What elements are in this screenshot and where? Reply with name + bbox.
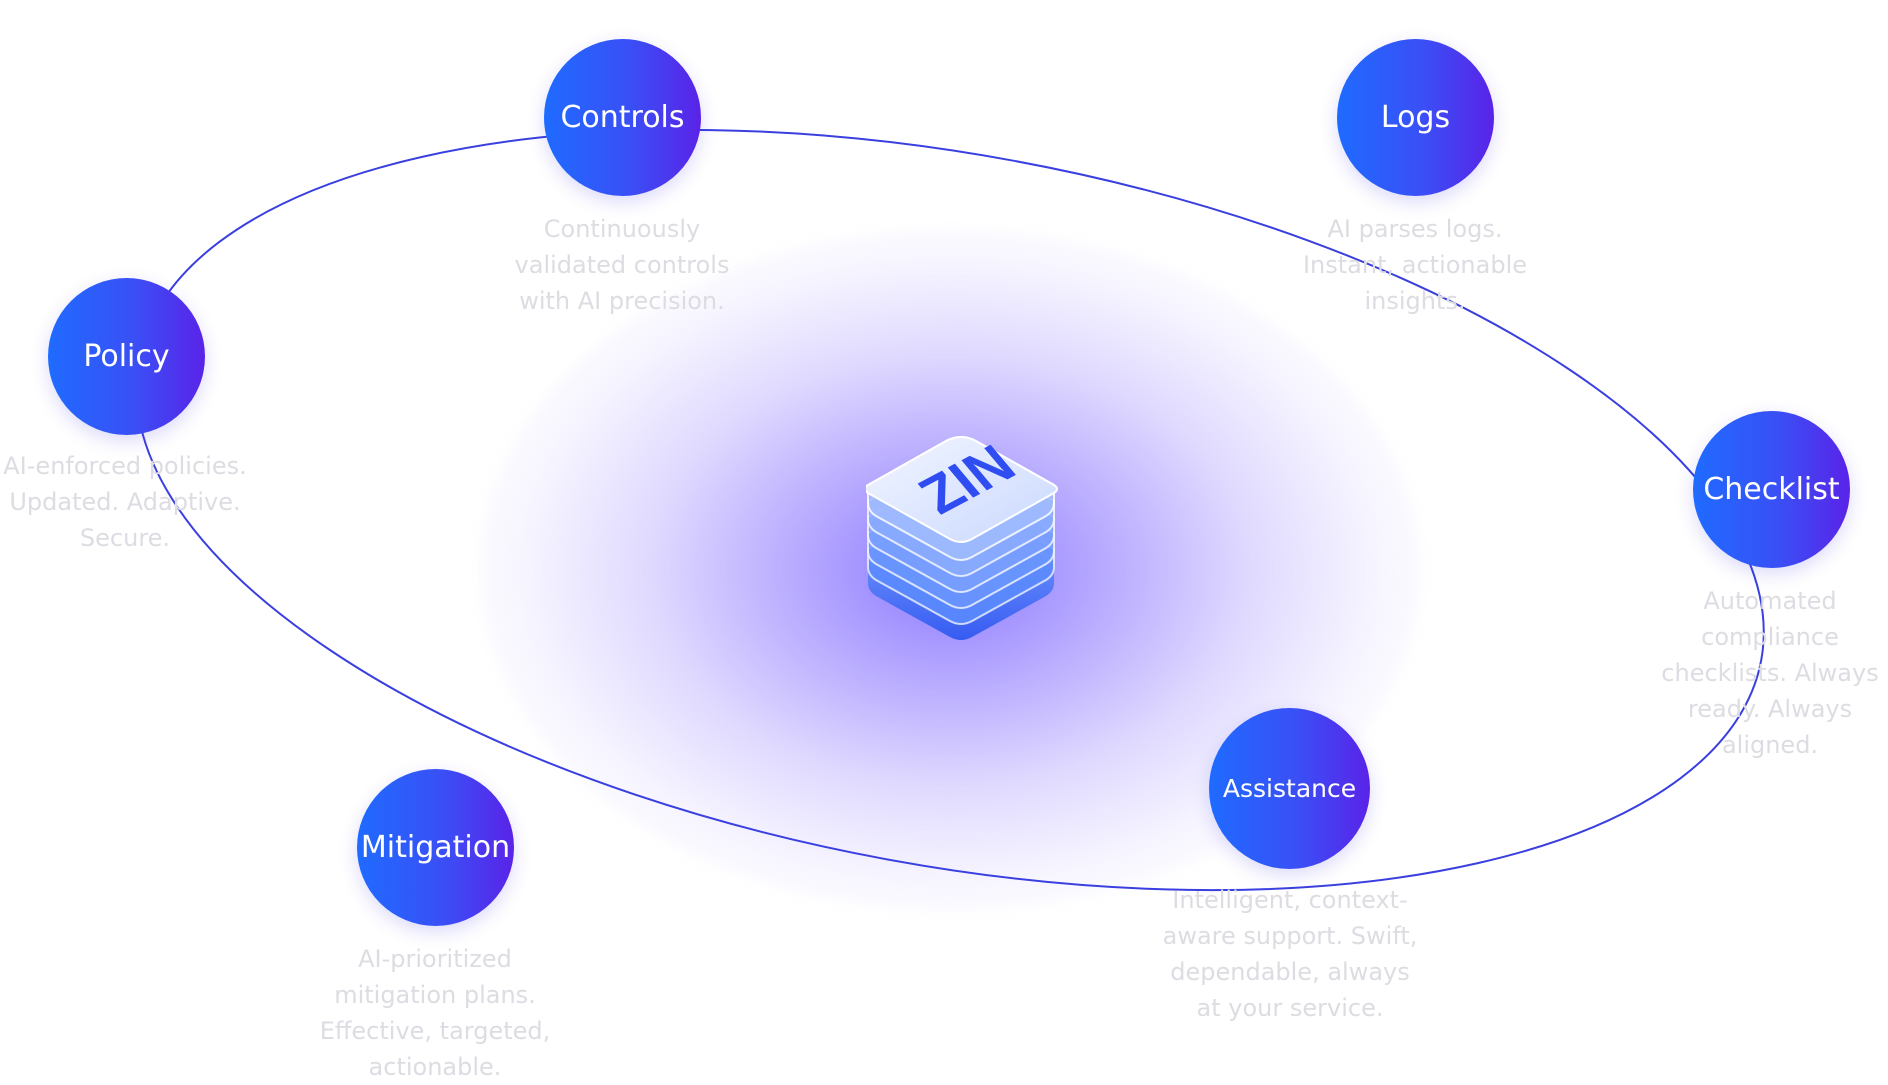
policy-description: AI-enforced policies. Updated. Adaptive.… [3, 452, 247, 552]
node-policy[interactable]: Policy [48, 278, 205, 435]
node-controls[interactable]: Controls [544, 39, 701, 196]
node-checklist[interactable]: Checklist [1693, 411, 1850, 568]
mitigation-description: AI-prioritized mitigation plans. Effecti… [319, 945, 551, 1081]
node-assistance[interactable]: Assistance [1209, 708, 1370, 869]
node-logs[interactable]: Logs [1337, 39, 1494, 196]
node-mitigation[interactable]: Mitigation [357, 769, 514, 926]
logo-stack-layers [866, 436, 1058, 640]
logs-description: AI parses logs. Instant, actionable insi… [1302, 215, 1528, 315]
controls-description: Continuously validated controls with AI … [514, 215, 730, 315]
assistance-description: Intelligent, context- aware support. Swi… [1162, 886, 1418, 1022]
zin-logo: ZIN [866, 434, 1058, 640]
checklist-description: Automated compliance checklists. Always … [1661, 587, 1879, 759]
